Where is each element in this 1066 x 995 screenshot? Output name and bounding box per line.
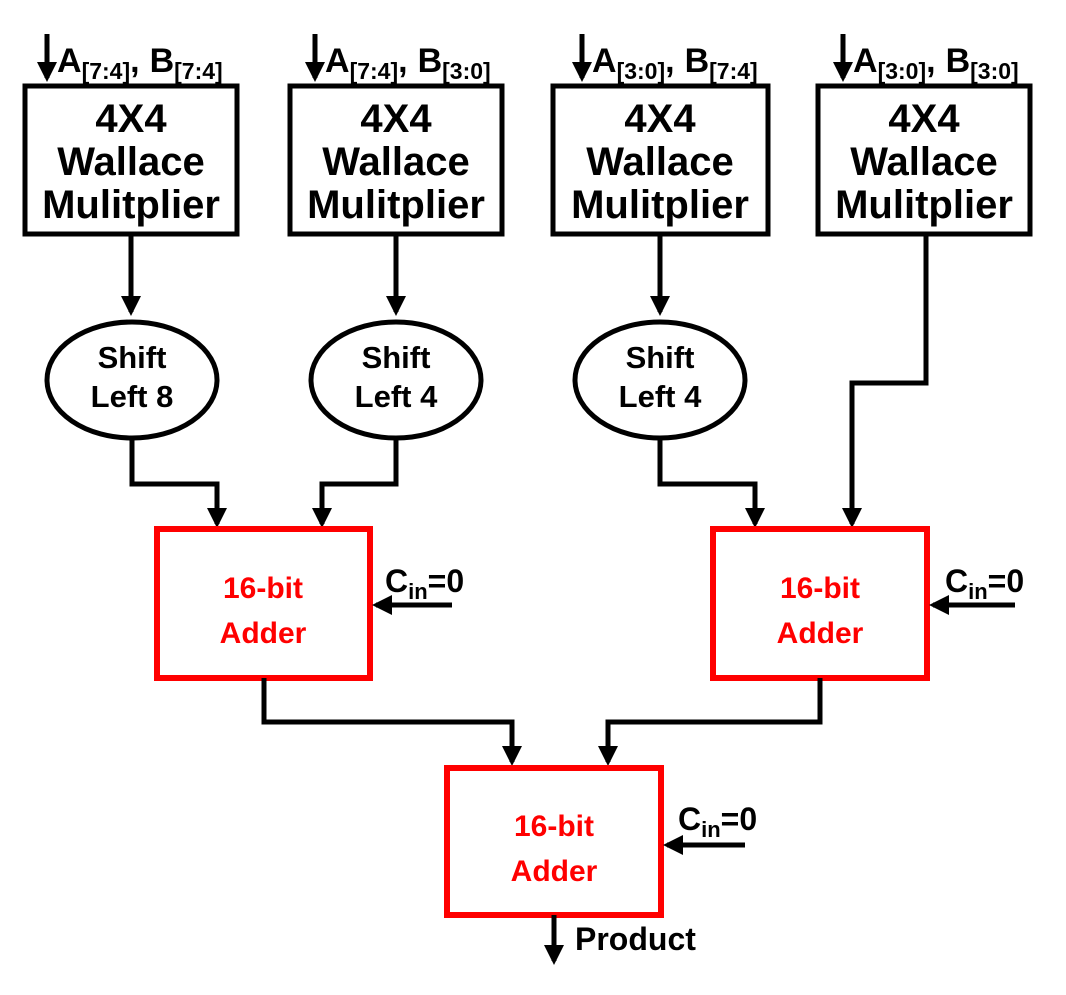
multiplier-block-2: 4X4 Wallace Mulitplier xyxy=(287,83,505,237)
right-adder-line2: Adder xyxy=(777,617,864,650)
left-adder-line2: Adder xyxy=(220,617,307,650)
shift-left-4-block-2: Shift Left 4 xyxy=(572,319,748,441)
input-label-3: A[3:0],B[7:4] xyxy=(592,42,758,84)
wire-right-adder-to-final xyxy=(598,678,823,766)
left-adder-block: 16-bit Adder xyxy=(154,526,373,681)
input-label-2: A[7:4],B[3:0] xyxy=(325,42,491,84)
wire-shift1-to-left-adder xyxy=(129,438,227,528)
multiplier-box-3 xyxy=(550,83,771,237)
multiplier-1-line1: 4X4 xyxy=(95,97,167,141)
shift1-line1: Shift xyxy=(98,340,167,375)
wire-shift2-to-left-adder xyxy=(312,438,399,528)
multiplier-block-3: 4X4 Wallace Mulitplier xyxy=(550,83,771,237)
shift3-line2: Left 4 xyxy=(619,379,702,414)
left-adder-line1: 16-bit xyxy=(223,572,303,605)
shift-left-4-block-1: Shift Left 4 xyxy=(308,319,484,441)
shift2-line1: Shift xyxy=(362,340,431,375)
multiplier-4-line3: Mulitplier xyxy=(835,183,1013,227)
multiplier-1-line3: Mulitplier xyxy=(42,183,220,227)
shift3-line1: Shift xyxy=(626,340,695,375)
final-adder-box xyxy=(444,765,664,918)
final-adder-line1: 16-bit xyxy=(514,810,594,843)
multiplier-2-line3: Mulitplier xyxy=(307,183,485,227)
carry-in-label-left: Cin=0 xyxy=(385,563,464,604)
shift2-line2: Left 4 xyxy=(355,379,438,414)
multiplier-3-line3: Mulitplier xyxy=(571,183,749,227)
final-adder-line2: Adder xyxy=(511,855,598,888)
multiplier-4-line1: 4X4 xyxy=(888,97,960,141)
multiplier-box-1 xyxy=(22,83,240,237)
multiplier-block-4: 4X4 Wallace Mulitplier xyxy=(815,83,1033,237)
right-adder-line1: 16-bit xyxy=(780,572,860,605)
wire-mult4-to-right-adder xyxy=(842,236,929,528)
final-adder-block: 16-bit Adder xyxy=(444,765,664,918)
multiplier-box-2 xyxy=(287,83,505,237)
multiplier-block-1: 4X4 Wallace Mulitplier xyxy=(22,83,240,237)
multiplier-2-line2: Wallace xyxy=(322,140,469,184)
shift-left-8-block: Shift Left 8 xyxy=(44,319,220,441)
input-label-1: A[7:4],B[7:4] xyxy=(57,42,223,84)
multiplier-3-line1: 4X4 xyxy=(624,97,696,141)
carry-in-label-right: Cin=0 xyxy=(945,563,1024,604)
shift1-line2: Left 8 xyxy=(91,379,174,414)
multiplier-3-line2: Wallace xyxy=(586,140,733,184)
left-adder-box xyxy=(154,526,373,681)
carry-in-label-final: Cin=0 xyxy=(678,801,757,842)
multiplier-1-line2: Wallace xyxy=(57,140,204,184)
input-label-4: A[3:0],B[3:0] xyxy=(853,42,1019,84)
multiplier-4-line2: Wallace xyxy=(850,140,997,184)
right-adder-box xyxy=(710,526,930,681)
multiplier-box-4 xyxy=(815,83,1033,237)
right-adder-block: 16-bit Adder xyxy=(710,526,930,681)
wire-shift3-to-right-adder xyxy=(657,438,765,528)
product-label: Product xyxy=(575,921,696,957)
wire-left-adder-to-final xyxy=(261,678,522,766)
multiplier-2-line1: 4X4 xyxy=(360,97,432,141)
